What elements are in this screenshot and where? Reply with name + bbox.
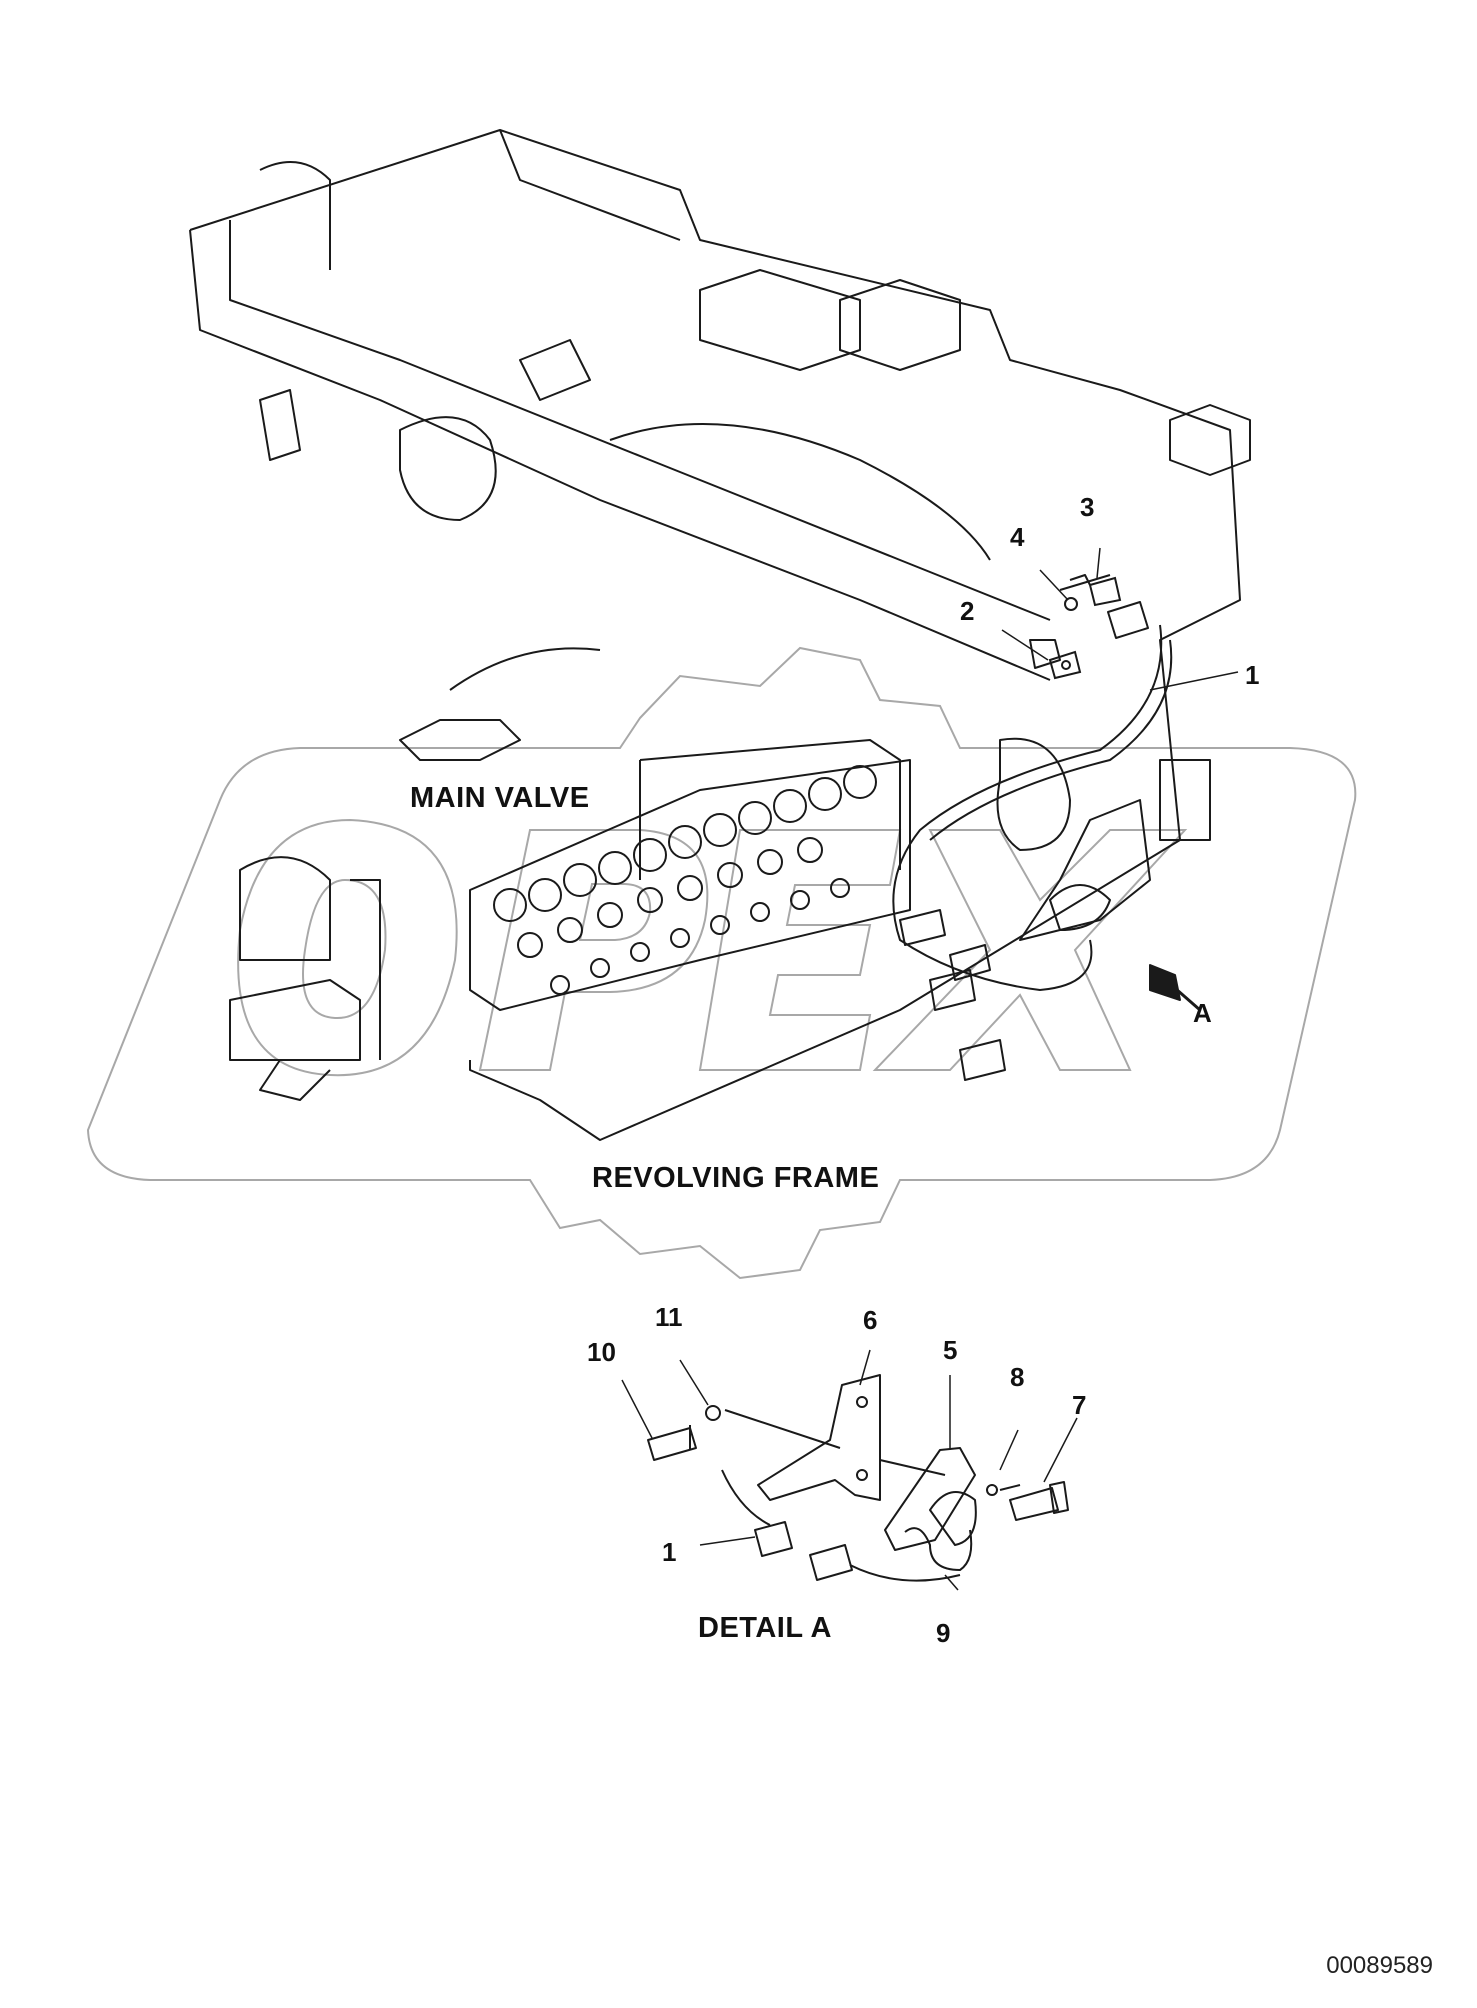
part-number-8: 8 (1010, 1362, 1025, 1392)
part-number-3: 3 (1080, 492, 1095, 522)
part-number-4: 4 (1010, 522, 1025, 552)
revolving-frame-drawing (189, 129, 1251, 1141)
part-number-1-upper: 1 (1245, 660, 1260, 690)
part-number-5: 5 (943, 1335, 958, 1365)
harness-upper-drawing (892, 574, 1201, 1012)
part-number-11: 11 (655, 1302, 683, 1332)
watermark-gear (86, 646, 1357, 1280)
main-valve-drawing (469, 739, 1006, 1081)
part-number-6: 6 (863, 1305, 878, 1335)
main-valve-label: MAIN VALVE (410, 782, 590, 814)
part-number-10: 10 (587, 1337, 616, 1367)
fasteners-upper-drawing (1001, 547, 1239, 691)
part-number-7: 7 (1072, 1390, 1087, 1420)
revolving-frame-label: REVOLVING FRAME (592, 1162, 880, 1194)
part-number-2: 2 (960, 596, 975, 626)
view-a-marker-label: A (1193, 998, 1212, 1028)
detail-a-label: DETAIL A (698, 1612, 832, 1644)
document-id: 00089589 (1326, 1952, 1433, 1979)
part-number-1-detail: 1 (662, 1537, 677, 1567)
part-number-9: 9 (936, 1618, 951, 1648)
detail-a-drawing (621, 1349, 1078, 1591)
